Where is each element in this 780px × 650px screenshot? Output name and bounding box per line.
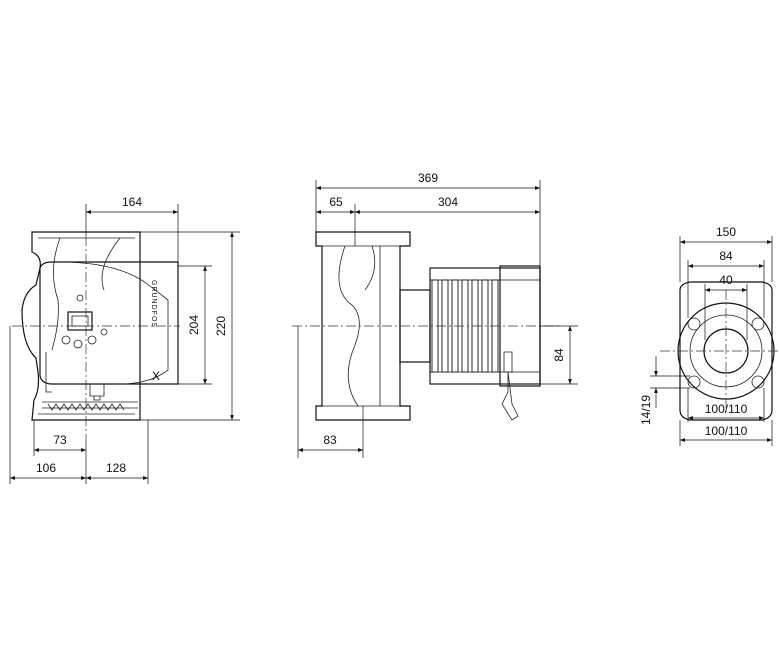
dim-304: 304: [438, 195, 458, 209]
dim-150: 150: [716, 225, 736, 239]
dim-84: 84: [552, 348, 566, 362]
dim-holes: 14/19: [639, 395, 653, 425]
motor-bottom-band: [429, 371, 541, 385]
flange-outline: [679, 281, 773, 421]
cable-gland: [89, 384, 105, 401]
light-indicator: [76, 294, 84, 302]
front-view: GRUNDFOS X 164 204 220 73 106 128: [9, 195, 240, 484]
dim-pcd-a: 100/110: [705, 402, 748, 416]
dim-369: 369: [418, 171, 438, 185]
dim-40: 40: [719, 273, 733, 287]
side-volute-curves: [338, 245, 376, 407]
bolt-hole-br: [751, 375, 765, 389]
dim-pcd-b: 100/110: [705, 424, 748, 438]
dim-65: 65: [329, 195, 343, 209]
side-view: 369 65 304 83 84: [292, 171, 578, 458]
button-3: [87, 335, 97, 345]
plug-wire: [45, 352, 52, 393]
flange-view: 150 84 40 14/19 100/110 100/110: [639, 225, 780, 446]
led-indicator: [100, 328, 108, 336]
flange-lines: [38, 237, 135, 415]
brand-text: GRUNDFOS: [150, 280, 157, 328]
dim-73: 73: [53, 433, 67, 447]
dim-83: 83: [323, 433, 337, 447]
front-housing: [21, 231, 141, 421]
dim-flange-84: 84: [719, 249, 733, 263]
dim-204: 204: [187, 315, 201, 335]
dim-128: 128: [106, 461, 126, 475]
dim-164: 164: [122, 195, 142, 209]
display-panel: [67, 311, 93, 331]
bolt-hole-bl: [687, 375, 701, 389]
base-lines: [42, 401, 138, 409]
bolt-hole-tl: [687, 317, 701, 331]
motor-top-band: [429, 267, 541, 281]
dim-106: 106: [36, 461, 56, 475]
brand-logo: X: [152, 369, 160, 383]
bolt-hole-tr: [751, 317, 765, 331]
dim-220: 220: [214, 316, 228, 336]
display-screen: [71, 315, 89, 327]
button-2: [73, 339, 83, 349]
control-box-curve: [59, 261, 169, 385]
side-cable-plug: [501, 351, 519, 421]
side-flange-lines: [322, 245, 400, 407]
button-1: [61, 335, 71, 345]
